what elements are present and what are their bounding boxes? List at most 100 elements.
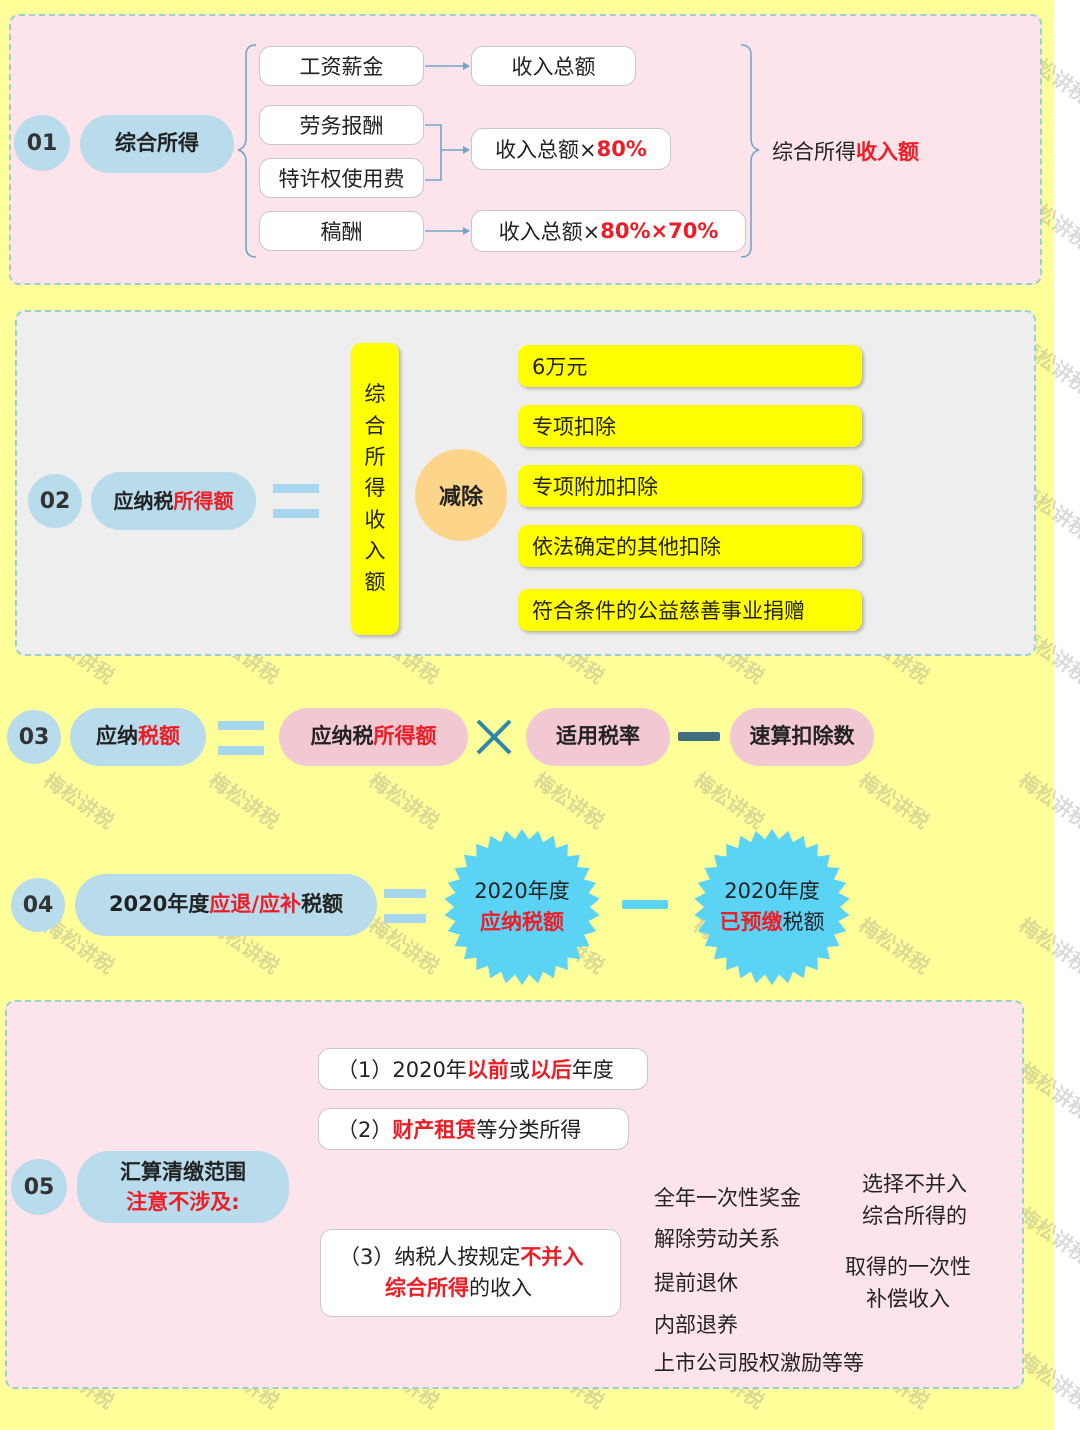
result-total: 收入总额 <box>471 46 636 86</box>
term1-prefix: 应纳税 <box>310 724 374 749</box>
result-80-70-red: 80%×70% <box>600 219 719 243</box>
item1-prefix: （1）2020年 <box>337 1058 467 1082</box>
section-01-right-brace <box>740 44 760 258</box>
note2-line1: 取得的一次性 <box>845 1255 971 1279</box>
burst2-line1: 2020年度 <box>724 878 820 903</box>
sub-bonus: 全年一次性奖金 <box>654 1186 801 1210</box>
exclusion-item-2: （2）财产租赁等分类所得 <box>318 1108 629 1150</box>
item3-line2: 综合所得的收入 <box>339 1273 532 1305</box>
section-02-number: 02 <box>28 474 82 528</box>
deduction-60k: 6万元 <box>518 345 862 387</box>
note-compensation: 取得的一次性 补偿收入 <box>845 1252 971 1315</box>
result-80-red: 80% <box>596 137 647 161</box>
vertical-char: 额 <box>364 570 386 595</box>
section-01-left-brace <box>237 44 257 258</box>
sub-early-retirement: 提前退休 <box>654 1271 738 1295</box>
section-05-title-line1: 汇算清缴范围 <box>120 1159 246 1184</box>
section-03-quick-deduction: 速算扣除数 <box>730 708 874 766</box>
section-02-title-prefix: 应纳税 <box>113 489 174 513</box>
section-04-title-red: 应退/应补 <box>209 892 302 917</box>
vertical-char: 合 <box>364 413 386 438</box>
result-80: 收入总额×80% <box>471 128 671 170</box>
bracket-labor-royalty <box>425 124 442 181</box>
item-labor: 劳务报酬 <box>259 105 424 145</box>
section-04-title: 2020年度应退/应补税额 <box>75 874 377 936</box>
item3-prefix: （3）纳税人按规定 <box>339 1244 521 1269</box>
section-01-number: 01 <box>14 115 70 171</box>
vertical-char: 所 <box>364 445 386 470</box>
equals-sign-02 <box>273 484 319 518</box>
burst-prepaid-tax-shape <box>694 829 850 985</box>
vertical-char: 综 <box>364 382 386 407</box>
section-03-tax-rate: 适用税率 <box>526 708 670 766</box>
equals-sign-03 <box>218 721 264 755</box>
sub-termination: 解除劳动关系 <box>654 1227 780 1251</box>
item1-red2: 以后 <box>529 1058 572 1082</box>
burst-prepaid-tax-text: 2020年度 已预缴税额 <box>693 828 851 986</box>
vertical-char: 得 <box>364 476 386 501</box>
burst-payable-tax: 2020年度 应纳税额 <box>443 828 601 986</box>
starburst-shape <box>694 829 850 985</box>
item2-prefix: （2） <box>337 1118 393 1142</box>
section-02-title: 应纳税所得额 <box>91 472 256 530</box>
burst-payable-tax-text: 2020年度 应纳税额 <box>443 828 601 986</box>
item2-red: 财产租赁 <box>392 1118 477 1142</box>
minus-sign-04 <box>622 900 668 909</box>
section-05-number: 05 <box>11 1159 67 1215</box>
section-04-title-prefix: 2020年度 <box>108 892 210 917</box>
result-80-prefix: 收入总额× <box>495 138 597 162</box>
item3-suffix: 的收入 <box>469 1276 532 1300</box>
note2-line2: 补偿收入 <box>866 1286 950 1311</box>
section-05-title-line2: 注意不涉及: <box>126 1190 240 1214</box>
note1-line2: 综合所得的 <box>862 1203 967 1228</box>
deduction-other: 依法确定的其他扣除 <box>518 525 862 567</box>
section-04-title-suffix: 税额 <box>301 892 344 917</box>
burst2-line2: 已预缴税额 <box>720 907 825 939</box>
section-03-number: 03 <box>7 710 61 764</box>
burst1-line2: 应纳税额 <box>480 910 564 934</box>
item3-red1: 不并入 <box>520 1244 584 1269</box>
note1-line1: 选择不并入 <box>862 1172 967 1196</box>
section-02-title-red: 所得额 <box>173 489 234 513</box>
result-80-70: 收入总额×80%×70% <box>471 210 746 252</box>
burst1-line1: 2020年度 <box>474 878 570 903</box>
term1-red: 所得额 <box>373 724 437 749</box>
section-03-title-prefix: 应纳 <box>96 724 138 749</box>
multiply-sign <box>476 719 512 755</box>
minus-sign-03 <box>678 732 720 741</box>
burst2-suffix: 税额 <box>782 910 825 934</box>
deduction-special-additional: 专项附加扣除 <box>518 465 862 507</box>
exclusion-item-3: （3）纳税人按规定不并入 综合所得的收入 <box>320 1229 621 1317</box>
section-01-summary: 综合所得收入额 <box>772 136 919 166</box>
summary-prefix: 综合所得 <box>772 140 856 164</box>
section-01-title: 综合所得 <box>80 115 234 173</box>
arrowhead-wage <box>463 62 470 70</box>
section-05-title: 汇算清缴范围 注意不涉及: <box>77 1151 289 1223</box>
item-royalty: 特许权使用费 <box>259 158 424 198</box>
vertical-char: 入 <box>364 538 386 563</box>
summary-red: 收入额 <box>856 140 919 164</box>
burst2-red: 已预缴 <box>719 910 783 934</box>
item-wage: 工资薪金 <box>259 46 424 86</box>
exclusion-item-1: （1）2020年以前或以后年度 <box>318 1048 648 1090</box>
equals-sign-04 <box>384 889 426 923</box>
item2-suffix: 等分类所得 <box>476 1118 582 1142</box>
deduction-charity: 符合条件的公益慈善事业捐赠 <box>518 589 862 631</box>
item3-red2: 综合所得 <box>385 1276 469 1300</box>
comprehensive-income-vertical: 综合所得收入额 <box>351 343 399 635</box>
item1-red1: 以前 <box>466 1058 509 1082</box>
note-bonus: 选择不并入 综合所得的 <box>862 1169 967 1232</box>
starburst-shape <box>444 829 600 985</box>
sub-internal-retirement: 内部退养 <box>654 1313 738 1337</box>
section-04-number: 04 <box>11 878 65 932</box>
burst-prepaid-tax: 2020年度 已预缴税额 <box>693 828 851 986</box>
item3-line1: （3）纳税人按规定不并入 <box>339 1242 583 1274</box>
section-03-title-red: 税额 <box>138 724 180 749</box>
result-80-70-prefix: 收入总额× <box>498 220 601 244</box>
item1-mid: 或 <box>508 1058 530 1082</box>
item1-suffix: 年度 <box>571 1058 614 1082</box>
item-manuscript: 稿酬 <box>259 211 424 251</box>
sub-equity-incentive: 上市公司股权激励等等 <box>654 1351 864 1375</box>
deduct-circle: 减除 <box>415 449 507 541</box>
